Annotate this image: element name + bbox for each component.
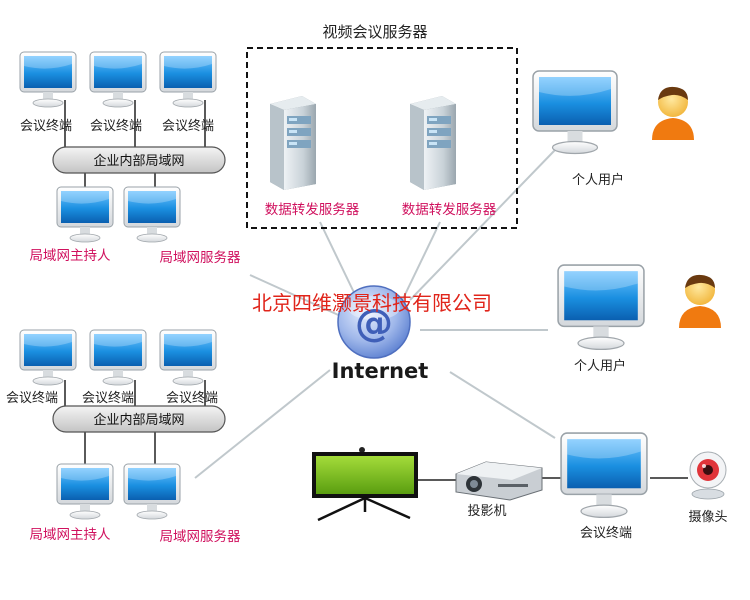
lan-server-icon <box>123 463 181 520</box>
personal-user-label: 个人用户 <box>574 358 626 374</box>
lan-server-icon <box>123 186 181 243</box>
forwarding-server-label: 数据转发服务器 <box>402 202 497 218</box>
meeting-terminal-icon <box>89 51 147 108</box>
lan-bus <box>52 146 226 174</box>
personal-user-1: 个人用户 <box>532 70 694 188</box>
projector-label: 投影机 <box>467 503 506 519</box>
bottom-lan-wiring <box>64 380 206 466</box>
link-server1-to-internet <box>319 221 361 306</box>
top-lan-group: 会议终端 会议终端 会议终端 企业内部局域网 局域网主持人 局域网服务器 <box>19 51 241 266</box>
meeting-terminal-icon <box>159 51 217 108</box>
lan-host-icon <box>56 186 114 243</box>
person-icon <box>652 86 694 140</box>
forwarding-server-label: 数据转发服务器 <box>265 202 360 218</box>
meeting-terminal-label: 会议终端 <box>20 118 72 134</box>
personal-user-label: 个人用户 <box>572 172 624 188</box>
meeting-terminal-label: 会议终端 <box>162 118 214 134</box>
camera-label: 摄像头 <box>688 510 727 525</box>
top-lan-wiring <box>64 100 206 192</box>
connection-links <box>194 149 556 479</box>
internet-label: Internet <box>332 359 429 383</box>
forwarding-server-icon <box>410 96 456 190</box>
meeting-terminal-label: 会议终端 <box>166 390 218 406</box>
lan-server-label: 局域网服务器 <box>160 529 241 545</box>
lan-host-label: 局域网主持人 <box>30 527 111 543</box>
forwarding-server-icon <box>270 96 316 190</box>
video-server-group: 视频会议服务器 数据转发服务器 数据转发服务器 <box>246 23 518 229</box>
meeting-terminal-label: 会议终端 <box>6 390 58 406</box>
link-bottom-lan-to-internet <box>194 369 331 479</box>
meeting-terminal-icon <box>560 432 648 519</box>
link-server2-to-internet <box>399 221 441 306</box>
link-meeting-to-internet <box>449 371 556 439</box>
lan-server-label: 局域网服务器 <box>160 250 241 266</box>
lan-bus-label: 企业内部局域网 <box>93 153 184 169</box>
meeting-room-group: 投影机 会议终端 摄像头 <box>312 432 728 541</box>
personal-user-2: 个人用户 <box>557 264 721 374</box>
person-icon <box>679 274 721 328</box>
meeting-terminal-icon <box>159 329 217 386</box>
lan-bus-label: 企业内部局域网 <box>93 412 184 428</box>
video-server-boundary <box>246 47 518 229</box>
meeting-terminal-label: 会议终端 <box>82 390 134 406</box>
personal-user-monitor-icon <box>532 70 618 155</box>
lan-bus <box>52 405 226 433</box>
at-sign-icon: @ <box>355 301 393 345</box>
company-watermark: 北京四维灏景科技有限公司 <box>252 291 492 315</box>
lan-host-label: 局域网主持人 <box>30 248 111 264</box>
webcam-icon <box>689 451 727 500</box>
meeting-terminal-icon <box>89 329 147 386</box>
meeting-terminal-icon <box>19 329 77 386</box>
meeting-terminal-icon <box>19 51 77 108</box>
meeting-terminal-label: 会议终端 <box>90 118 142 134</box>
link-user1-to-internet <box>409 149 556 301</box>
internet-globe-icon <box>337 285 411 359</box>
lan-host-icon <box>56 463 114 520</box>
projector-icon <box>455 461 543 501</box>
meeting-terminal-label: 会议终端 <box>580 525 632 541</box>
link-top-lan-to-internet <box>249 274 346 319</box>
video-server-group-title: 视频会议服务器 <box>322 23 427 41</box>
bottom-lan-group: 会议终端 会议终端 会议终端 企业内部局域网 局域网主持人 局域网服务器 <box>6 329 241 545</box>
internet-hub: @ Internet <box>332 285 429 383</box>
projection-screen-icon <box>312 447 418 522</box>
personal-user-monitor-icon <box>557 264 645 351</box>
